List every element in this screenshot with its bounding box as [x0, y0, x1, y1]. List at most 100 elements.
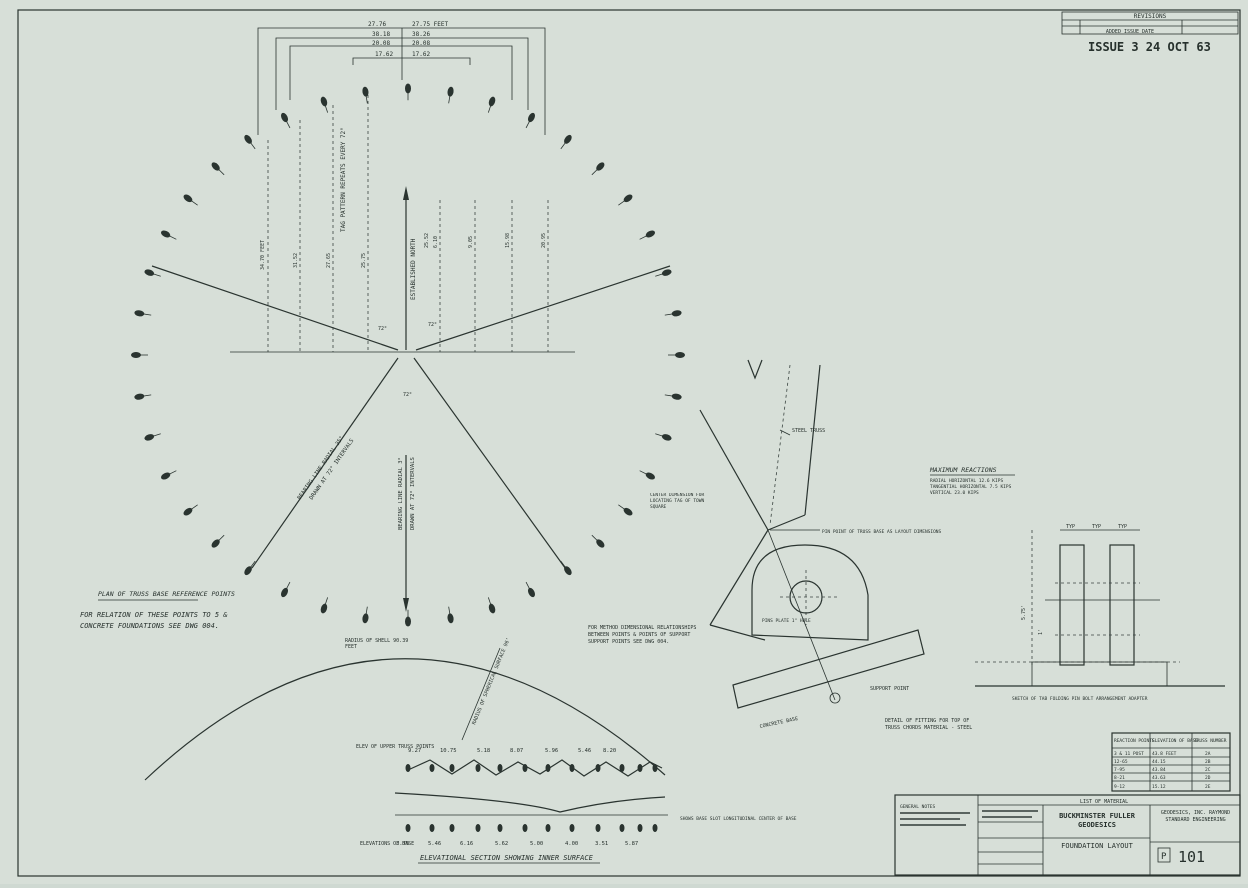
table-cell: 3 & 11 POST [1114, 751, 1144, 757]
reference-point-marker [618, 504, 633, 516]
elevation-marker [637, 824, 643, 832]
elevation-marker [545, 824, 551, 832]
reference-point-marker [664, 310, 682, 317]
table-cell: 2B [1205, 759, 1211, 765]
drawing-title: FOUNDATION LAYOUT [1061, 842, 1133, 850]
reference-point-marker [591, 162, 605, 176]
issue-stamp: ISSUE 3 24 OCT 63 [1088, 40, 1211, 54]
reference-point-marker [618, 194, 633, 206]
elev-upper-label: ELEV OF UPPER TRUSS POINTS [356, 744, 434, 750]
established-north-label: ESTABLISHED NORTH [410, 238, 417, 300]
reference-point-marker [487, 597, 496, 614]
table-cell: 12-65 [1114, 759, 1128, 765]
reference-point-marker [362, 86, 369, 104]
reference-point-marker [639, 470, 656, 480]
elevation-marker [595, 764, 601, 772]
elevation-marker [595, 824, 601, 832]
sheet-number: 101 [1178, 848, 1205, 866]
reference-point-marker [664, 393, 682, 400]
elevation-marker [429, 764, 435, 772]
fitting-detail-title: DETAIL OF FITTING FOR TOP OF TRUSS CHORD… [885, 718, 973, 731]
revisions-header: REVISIONS [1134, 13, 1167, 20]
elevation-marker [619, 764, 625, 772]
elev-base-value: 6.16 [460, 841, 473, 847]
reference-point-marker [447, 606, 454, 624]
fitting-detail: STEEL TRUSS PIN POINT OF TRUSS BASE AS L… [699, 359, 973, 731]
dim-label: 20.95 [541, 233, 547, 248]
reference-point-marker [560, 134, 572, 150]
pin-point-note: PIN POINT OF TRUSS BASE AS LAYOUT DIMENS… [822, 529, 941, 535]
elevation-marker [619, 824, 625, 832]
reference-point-marker [183, 504, 198, 516]
bearing-line-center: BEARING LINE RADIAL 3° [398, 457, 404, 530]
table-cell: 15.12 [1152, 784, 1166, 790]
typ-dim: TYP [1118, 524, 1127, 530]
reference-point-marker [525, 581, 535, 598]
reference-point-marker [244, 134, 256, 150]
table-cell: 2D [1205, 775, 1211, 781]
elevation-marker [497, 764, 503, 772]
detail-dim: 1' [1038, 629, 1044, 635]
dim-label: 34.70 FEET [260, 240, 266, 270]
elev-base-values: 3.75 5.46 6.16 5.62 5.00 4.00 3.51 5.87 [396, 841, 638, 847]
project-title: BUCKMINSTER FULLER GEODESICS [1059, 812, 1135, 829]
elev-base-value: 4.00 [565, 841, 578, 847]
elev-base-value: 5.46 [428, 841, 441, 847]
for-method-note: FOR METHOD DIMENSIONAL RELATIONSHIPS BET… [588, 625, 697, 645]
reference-point-marker [668, 352, 685, 358]
elevation-marker [405, 764, 411, 772]
table-cell: 44.15 [1152, 759, 1166, 765]
table-cell: 43.8 FEET [1152, 751, 1177, 757]
radial-dim-labels: 34.70 FEET 31.52 27.65 25.75 6.10 9.05 1… [260, 233, 547, 270]
elevation-marker [475, 764, 481, 772]
top-dim-4-left: 17.62 [375, 51, 393, 58]
top-dim-3-right: 20.08 [412, 40, 430, 47]
angle-label: 72° [403, 392, 412, 398]
elev-marker-row [405, 764, 658, 832]
elevation-marker [475, 824, 481, 832]
reference-point-marker [487, 96, 496, 113]
for-relation-note: FOR RELATION OF THESE POINTS TO 5 & CONC… [80, 611, 228, 630]
dim-label: 25.75 [361, 253, 367, 268]
reference-point-marker [560, 560, 572, 576]
title-block: LIST OF MATERIAL GENERAL NOTES BUCKMINST… [894, 794, 1241, 876]
top-dim-1-left: 27.76 [368, 21, 386, 28]
elevation-marker [405, 824, 411, 832]
table-cell: 9-12 [1114, 784, 1125, 790]
top-dim-2-right: 38.26 [412, 31, 430, 38]
table-header: REACTION POINTS [1114, 738, 1155, 744]
elev-upper-value: 10.75 [440, 748, 457, 754]
tag-pattern-note: TAG PATTERN REPEATS EVERY 72° [340, 127, 347, 232]
pin-bolt-sketch: TYP TYP TYP 5.75' 1' SKETCH OF TAB FOLDI… [975, 524, 1225, 702]
list-of-material: LIST OF MATERIAL [1080, 799, 1128, 805]
top-dim-4-right: 17.62 [412, 51, 430, 58]
table-cell: 43.63 [1152, 775, 1166, 781]
elevation-marker [569, 764, 575, 772]
reference-point-marker [183, 194, 198, 206]
reference-point-ring [131, 83, 685, 627]
reference-point-marker [591, 534, 605, 548]
reference-point-marker [362, 606, 369, 624]
general-notes: GENERAL NOTES [900, 804, 936, 810]
reference-point-marker [281, 581, 291, 598]
sheet-border [17, 9, 1241, 877]
support-point-note: SUPPORT POINT [870, 686, 909, 692]
elevation-section: ELEV OF UPPER TRUSS POINTS SHOWS BASE SL… [356, 744, 797, 864]
reference-point-marker [320, 597, 329, 614]
elev-upper-value: 5.46 [578, 748, 591, 754]
elev-upper-value: 5.96 [545, 748, 558, 754]
table-header: ELEVATION OF BASE [1152, 738, 1198, 744]
reference-point-marker [244, 560, 256, 576]
drawn-at-center: DRAWN AT 72° INTERVALS [410, 457, 416, 530]
revision-note: ADDED ISSUE DATE [1106, 29, 1154, 35]
table-cell: 2E [1205, 784, 1211, 790]
reference-point-marker [211, 534, 225, 548]
elevational-section-title: ELEVATIONAL SECTION SHOWING INNER SURFAC… [420, 854, 594, 862]
sheet-prefix: P [1161, 852, 1167, 862]
reference-point-marker [134, 310, 152, 317]
reference-point-marker [655, 269, 672, 277]
radius-line-note: RADIUS OF SPHERICAL SURFACE 96' [471, 637, 512, 726]
elev-upper-value: 8.20 [603, 748, 616, 754]
table-cell: 7-95 [1114, 767, 1125, 773]
reference-point-marker [144, 269, 161, 277]
